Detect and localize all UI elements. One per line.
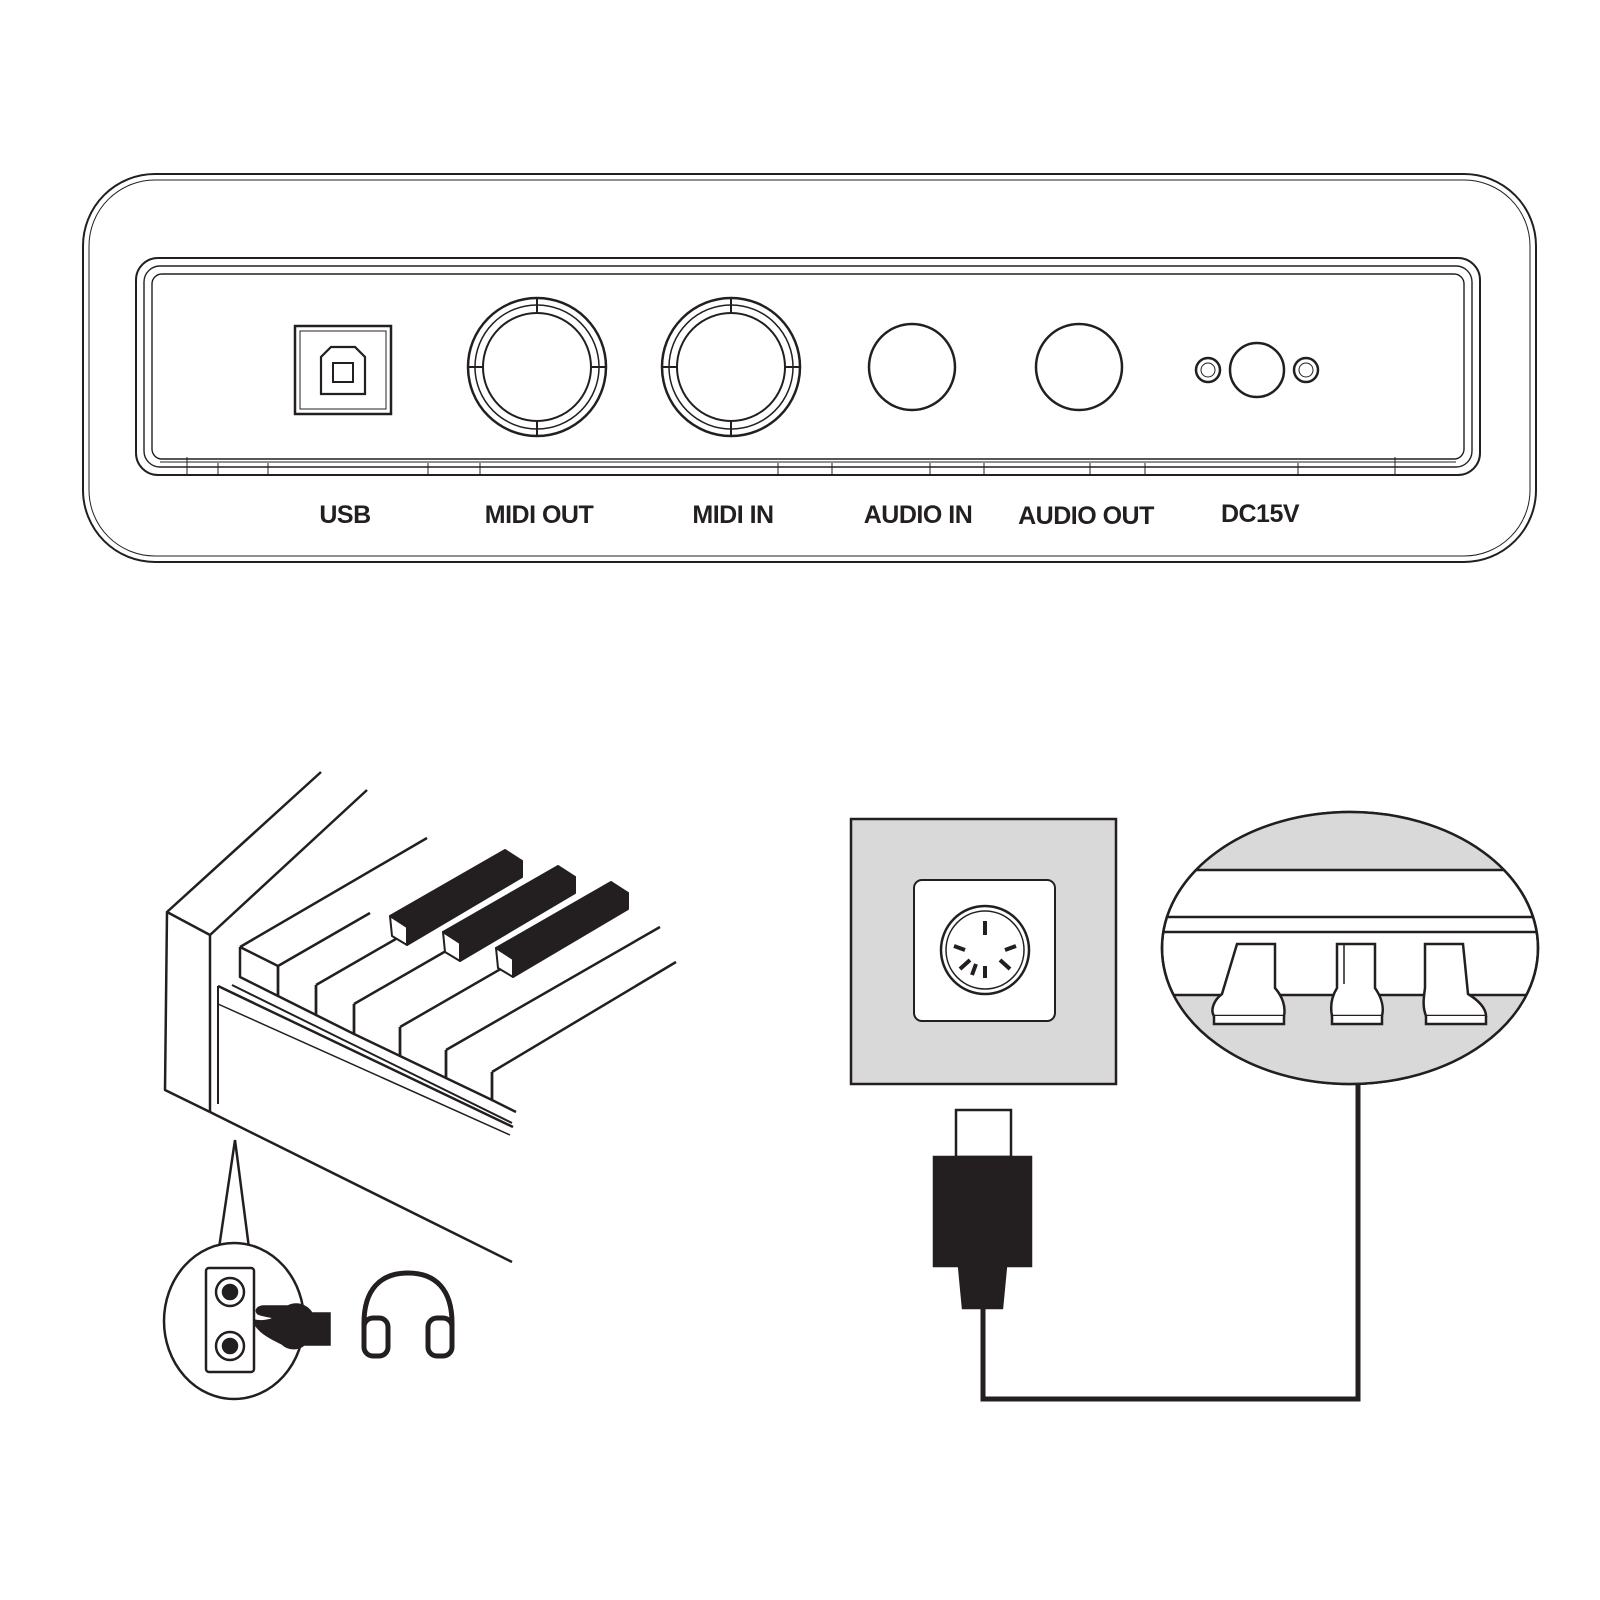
dc-power-port-icon [1194, 341, 1320, 399]
port-label-audio-in: AUDIO IN [864, 501, 973, 529]
headphone-jacks-icon [162, 1139, 306, 1401]
panel-bottom-ticks [186, 457, 1396, 475]
port-label-dc15v: DC15V [1221, 500, 1300, 528]
port-label-midi-out: MIDI OUT [485, 501, 594, 529]
piano-keyboard-icon [163, 771, 677, 1264]
headphones-icon [361, 1270, 455, 1359]
rear-panel [82, 173, 1537, 563]
black-key [442, 865, 576, 962]
panel-outer-casing [82, 173, 1537, 563]
panel-recess-inner [151, 273, 1465, 460]
pedal-cable-icon [980, 1082, 1361, 1402]
port-labels: USB MIDI OUT MIDI IN AUDIO IN AUDIO OUT … [319, 500, 1300, 530]
port-label-audio-out: AUDIO OUT [1018, 502, 1154, 530]
midi-din-port-icon [660, 296, 802, 438]
panel-recess-outer [135, 257, 1481, 476]
pedal-socket-icon [849, 817, 1118, 1086]
black-keys [389, 849, 629, 978]
port-label-usb: USB [319, 501, 370, 529]
pedal-plug-icon [932, 1108, 1033, 1310]
black-key [389, 849, 523, 946]
panel-recess-mid [143, 265, 1473, 468]
port-label-midi-in: MIDI IN [692, 501, 773, 529]
pointing-hand-icon [252, 1303, 331, 1350]
audio-jack-port-icon [867, 322, 957, 412]
black-key [495, 881, 629, 978]
midi-din-port-icon [466, 296, 608, 438]
usb-b-port-icon [293, 324, 393, 416]
audio-jack-port-icon [1034, 322, 1124, 412]
pedals-icon [1160, 810, 1540, 1086]
panel-outer-casing-inner-line [88, 179, 1531, 557]
